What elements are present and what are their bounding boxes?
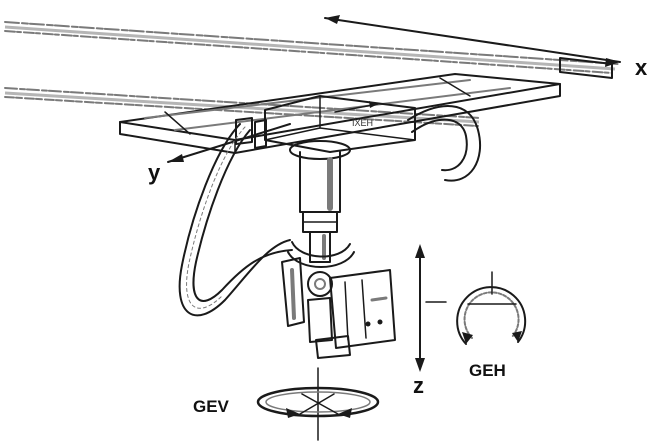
y-axis-arrow	[167, 123, 291, 163]
x-axis-arrow	[324, 15, 621, 67]
y-carriage: IXEH	[235, 95, 416, 153]
x-axis-label: x	[635, 55, 648, 80]
y-axis-label: y	[148, 160, 161, 185]
right-cable-loop	[407, 105, 482, 182]
gev-rotation-indicator	[256, 367, 380, 441]
carriage-marking: IXEH	[352, 118, 373, 128]
left-cable-hose	[178, 123, 293, 317]
z-axis-label: z	[413, 373, 424, 398]
gev-label: GEV	[193, 397, 230, 416]
wrist-tool-head	[281, 241, 396, 359]
geh-rotation-indicator	[425, 271, 527, 345]
geh-label: GEH	[469, 361, 506, 380]
z-axis-arrow	[415, 244, 425, 372]
ceiling-rail-system	[4, 21, 619, 127]
vertical-mast	[289, 140, 351, 263]
